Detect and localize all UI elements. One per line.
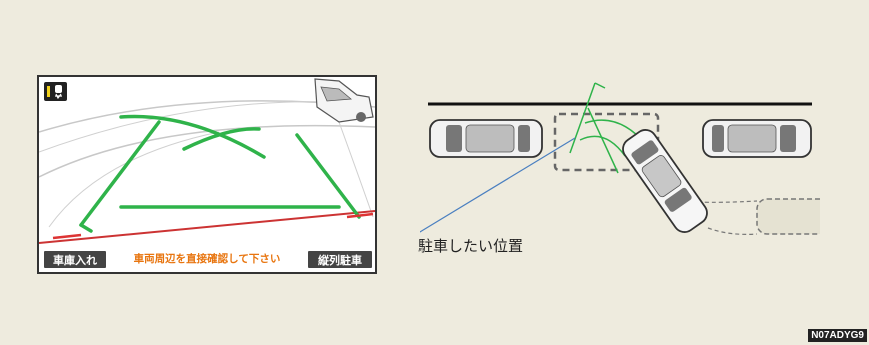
target-position-label: 駐車したい位置 (418, 237, 524, 255)
guide-arc-1 (119, 114, 266, 159)
reversing-car (622, 129, 708, 233)
guide-lines (79, 114, 361, 233)
guide-side-left (79, 120, 161, 227)
bumper-line (39, 210, 375, 244)
callout-line (420, 137, 576, 233)
car-mode-icon (55, 85, 62, 100)
parked-car-silhouette (314, 78, 374, 123)
guide-end-left (79, 223, 93, 233)
garage-parking-button[interactable]: 車庫入れ (43, 250, 107, 269)
caution-message: 車両周辺を直接確認して下さい (133, 253, 281, 265)
guide-arc-2 (182, 127, 261, 151)
road-line-right (338, 121, 374, 218)
trajectory-line-1 (697, 200, 758, 203)
figure-id: N07ADYG9 (808, 329, 867, 342)
parking-top-view-diagram (420, 82, 820, 235)
start-position-car (756, 198, 820, 235)
parked-car-left (429, 119, 543, 158)
curb-line-far-2 (39, 101, 340, 153)
distance-marker-left (52, 233, 82, 240)
curb-line-mid (39, 124, 375, 178)
camera-scene (39, 78, 375, 244)
rear-camera-screen: 車庫入れ 車両周辺を直接確認して下さい 縦列駐車 (37, 75, 377, 274)
trajectory-line-2 (707, 227, 758, 235)
parallel-parking-button[interactable]: 縦列駐車 (307, 250, 373, 269)
distance-marker-right (346, 212, 374, 219)
parked-car-right (702, 119, 812, 158)
guide-side-right (295, 133, 361, 219)
road-line-left (48, 131, 220, 228)
parking-assist-indicator (44, 82, 67, 101)
